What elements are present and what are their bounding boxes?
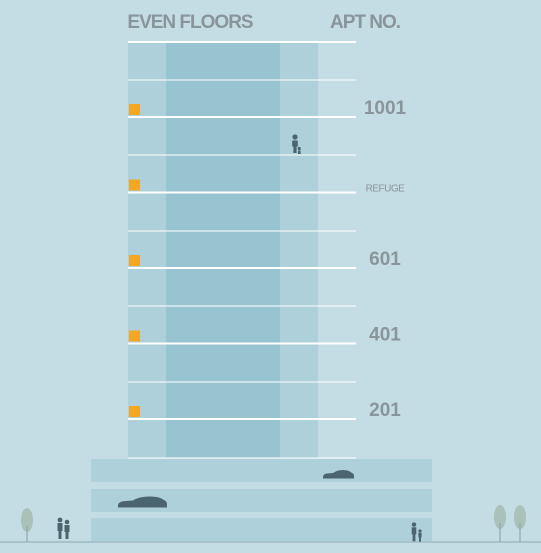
person-icon: [64, 519, 70, 539]
person-icon: [418, 529, 422, 542]
person-icon: [57, 517, 63, 539]
podium-level-middle: [91, 489, 432, 512]
header-even-floors: EVEN FLOORS: [127, 12, 253, 33]
apartment-number-label: 201: [369, 400, 401, 421]
podium-level-upper: [91, 459, 432, 482]
tree-icon: [494, 505, 506, 542]
tree-icon: [514, 505, 526, 542]
podium-level-lower: [91, 518, 432, 541]
apartment-number-label: 601: [369, 249, 401, 270]
car-icon: [323, 470, 354, 479]
orange-square-marker: [129, 255, 140, 266]
orange-square-marker: [129, 330, 140, 342]
orange-square-marker: [129, 104, 140, 115]
person-icon: [292, 134, 301, 154]
orange-square-marker: [129, 406, 140, 417]
apartment-number-label: 401: [369, 325, 401, 346]
person-icon: [411, 522, 417, 542]
intermediate-floor-lines: [128, 79, 356, 459]
tower-core: [166, 42, 280, 458]
refuge-label: REFUGE: [366, 184, 406, 195]
apartment-number-label: 1001: [364, 98, 407, 119]
header-apt-no: APT NO.: [330, 12, 400, 33]
car-icon: [118, 496, 167, 508]
orange-square-marker: [129, 179, 140, 191]
tree-icon: [21, 508, 33, 542]
